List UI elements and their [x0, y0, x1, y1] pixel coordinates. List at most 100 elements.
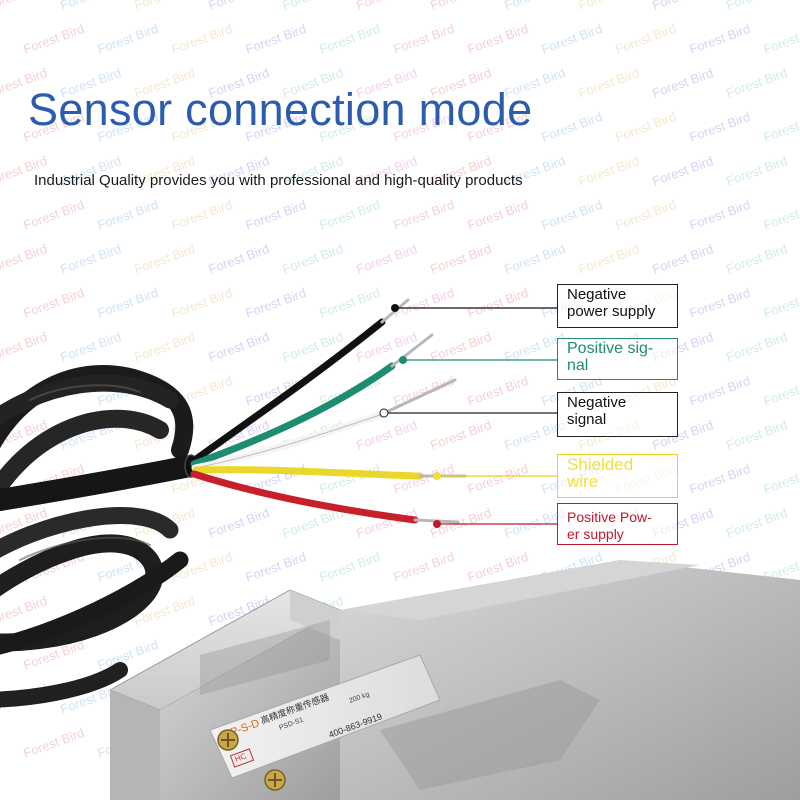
label-line: Positive sig-: [567, 340, 654, 357]
watermark-text: Forest Bird: [761, 21, 800, 57]
watermark-text: Forest Bird: [243, 549, 308, 585]
watermark-text: Forest Bird: [650, 65, 715, 101]
watermark-text: Forest Bird: [206, 241, 271, 277]
watermark-text: Forest Bird: [280, 241, 345, 277]
watermark-text: Forest Bird: [354, 0, 419, 13]
watermark-text: Forest Bird: [95, 197, 160, 233]
watermark-text: Forest Bird: [539, 109, 604, 145]
watermark-text: Forest Bird: [613, 21, 678, 57]
wires: [188, 298, 467, 524]
watermark-text: Forest Bird: [613, 109, 678, 145]
watermark-text: Forest Bird: [206, 329, 271, 365]
watermark-text: Forest Bird: [58, 0, 123, 13]
watermark-text: Forest Bird: [465, 197, 530, 233]
watermark-text: Forest Bird: [576, 0, 641, 13]
cable-coil: [0, 365, 194, 708]
watermark-text: Forest Bird: [724, 241, 789, 277]
watermark-text: Forest Bird: [724, 329, 789, 365]
watermark-text: Forest Bird: [0, 0, 49, 13]
page-title: Sensor connection mode: [28, 84, 533, 135]
label-line: power supply: [567, 303, 656, 320]
watermark-text: Forest Bird: [724, 0, 789, 13]
watermark-text: Forest Bird: [280, 0, 345, 13]
watermark-text: Forest Bird: [21, 285, 86, 321]
watermark-text: Forest Bird: [317, 21, 382, 57]
label-line: nal: [567, 357, 589, 374]
white-wire-edge: [194, 414, 381, 469]
watermark-text: Forest Bird: [391, 285, 456, 321]
watermark-text: Forest Bird: [58, 329, 123, 365]
label-negative-signal: Negative signal: [557, 392, 678, 437]
watermark-text: Forest Bird: [502, 241, 567, 277]
watermark-text: Forest Bird: [21, 21, 86, 57]
watermark-text: Forest Bird: [0, 241, 49, 277]
label-line: wire: [567, 472, 599, 491]
watermark-text: Forest Bird: [391, 197, 456, 233]
watermark-text: Forest Bird: [317, 285, 382, 321]
watermark-text: Forest Bird: [724, 417, 789, 453]
watermark-text: Forest Bird: [613, 197, 678, 233]
watermark-text: Forest Bird: [132, 329, 197, 365]
watermark-text: Forest Bird: [576, 153, 641, 189]
watermark-text: Forest Bird: [576, 65, 641, 101]
watermark-text: Forest Bird: [0, 329, 49, 365]
watermark-text: Forest Bird: [724, 505, 789, 541]
callout-lines: [379, 304, 557, 528]
watermark-text: Forest Bird: [539, 197, 604, 233]
watermark-text: Forest Bird: [169, 197, 234, 233]
watermark-text: Forest Bird: [317, 549, 382, 585]
watermark-text: Forest Bird: [576, 241, 641, 277]
screw: [217, 729, 239, 751]
watermark-text: Forest Bird: [724, 153, 789, 189]
label-positive-power-supply: Positive Pow- er supply: [557, 503, 678, 545]
watermark-text: Forest Bird: [761, 285, 800, 321]
label-line: signal: [567, 411, 607, 428]
watermark-text: Forest Bird: [465, 285, 530, 321]
watermark-text: Forest Bird: [169, 21, 234, 57]
watermark-text: Forest Bird: [391, 461, 456, 497]
watermark-text: Forest Bird: [21, 197, 86, 233]
load-cell: P-S-D 高精度称重传感器 PSD-S1 200 kg 400-863-991…: [108, 560, 800, 800]
watermark-text: Forest Bird: [428, 241, 493, 277]
watermark-text: Forest Bird: [243, 285, 308, 321]
black-wire: [188, 318, 386, 466]
watermark-text: Forest Bird: [0, 593, 49, 629]
watermark-text: Forest Bird: [724, 65, 789, 101]
watermark-text: Forest Bird: [206, 505, 271, 541]
watermark-text: Forest Bird: [243, 197, 308, 233]
watermark-text: Forest Bird: [465, 461, 530, 497]
label-negative-power-supply: Negative power supply: [557, 284, 678, 328]
watermark-text: Forest Bird: [132, 241, 197, 277]
label-line: Negative: [567, 394, 627, 411]
yellow-wire: [192, 466, 424, 480]
label-line: er supply: [567, 526, 624, 542]
watermark-text: Forest Bird: [132, 0, 197, 13]
watermark-text: Forest Bird: [354, 241, 419, 277]
watermark-text: Forest Bird: [761, 109, 800, 145]
watermark-text: Forest Bird: [687, 373, 752, 409]
watermark-text: Forest Bird: [428, 0, 493, 13]
watermark-text: Forest Bird: [761, 373, 800, 409]
watermark-text: Forest Bird: [687, 21, 752, 57]
plate-logo: HC: [234, 751, 248, 763]
page-subtitle: Industrial Quality provides you with pro…: [34, 172, 523, 189]
watermark-text: Forest Bird: [95, 285, 160, 321]
watermark-text: Forest Bird: [169, 285, 234, 321]
watermark-text: Forest Bird: [687, 197, 752, 233]
red-wire: [190, 470, 419, 524]
watermark-text: Forest Bird: [206, 0, 271, 13]
watermark-text: Forest Bird: [687, 285, 752, 321]
watermark-text: Forest Bird: [650, 0, 715, 13]
watermark-text: Forest Bird: [428, 417, 493, 453]
watermark-text: Forest Bird: [243, 21, 308, 57]
screw: [264, 769, 286, 791]
watermark-text: Forest Bird: [317, 461, 382, 497]
watermark-text: Forest Bird: [539, 21, 604, 57]
label-line: Negative: [567, 286, 627, 303]
watermark-text: Forest Bird: [465, 373, 530, 409]
watermark-text: Forest Bird: [317, 197, 382, 233]
watermark-text: Forest Bird: [502, 0, 567, 13]
watermark-text: Forest Bird: [391, 373, 456, 409]
watermark-text: Forest Bird: [58, 241, 123, 277]
